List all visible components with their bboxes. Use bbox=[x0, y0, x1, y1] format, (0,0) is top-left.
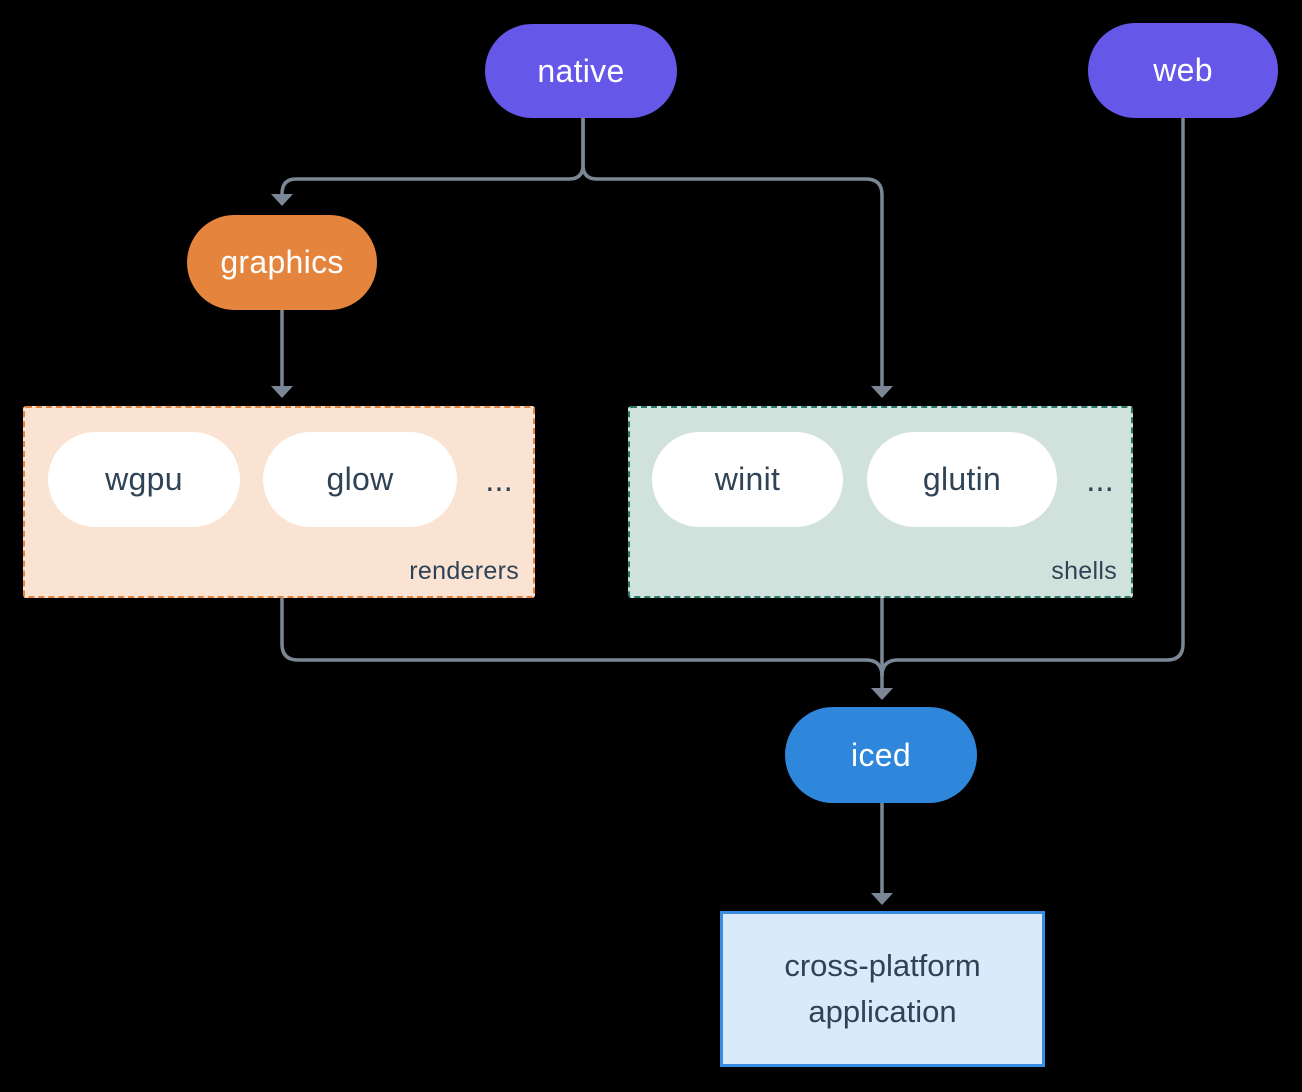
ellipsis-shells: ... bbox=[1086, 460, 1114, 498]
node-iced-label: iced bbox=[851, 736, 911, 773]
node-application-label: cross-platform application bbox=[784, 947, 981, 1030]
pill-winit-label: winit bbox=[714, 461, 781, 497]
node-application: cross-platform application bbox=[720, 911, 1045, 1067]
pill-glutin-label: glutin bbox=[922, 461, 1002, 497]
arrowhead-shells bbox=[871, 386, 893, 398]
pill-glow: glow bbox=[263, 432, 457, 527]
edge-renderers-to-iced bbox=[280, 598, 884, 677]
node-web: web bbox=[1088, 23, 1278, 118]
node-web-label: web bbox=[1153, 52, 1213, 88]
group-shells: winit glutin ... shells bbox=[628, 406, 1133, 598]
arrowhead-application bbox=[871, 893, 893, 905]
pill-glutin: glutin bbox=[867, 432, 1057, 527]
pill-wgpu-label: wgpu bbox=[105, 461, 183, 497]
arrowhead-renderers bbox=[271, 386, 293, 398]
arrowhead-iced bbox=[871, 688, 893, 700]
node-graphics: graphics bbox=[187, 215, 377, 310]
edge-web-to-iced bbox=[880, 118, 1185, 677]
node-graphics-label: graphics bbox=[220, 244, 344, 280]
group-renderers: wgpu glow ... renderers bbox=[23, 406, 535, 598]
edge-native-to-shells bbox=[581, 118, 884, 386]
pill-wgpu: wgpu bbox=[48, 432, 240, 527]
edge-native-to-graphics bbox=[280, 118, 585, 195]
ellipsis-renderers: ... bbox=[485, 460, 513, 498]
node-native-label: native bbox=[537, 52, 625, 89]
node-native: native bbox=[485, 24, 677, 118]
arrowhead-graphics bbox=[271, 194, 293, 206]
pill-winit: winit bbox=[652, 432, 843, 527]
pill-glow-label: glow bbox=[326, 461, 394, 497]
node-iced: iced bbox=[785, 707, 977, 803]
group-renderers-label: renderers bbox=[409, 557, 519, 585]
group-shells-label: shells bbox=[1051, 557, 1117, 585]
